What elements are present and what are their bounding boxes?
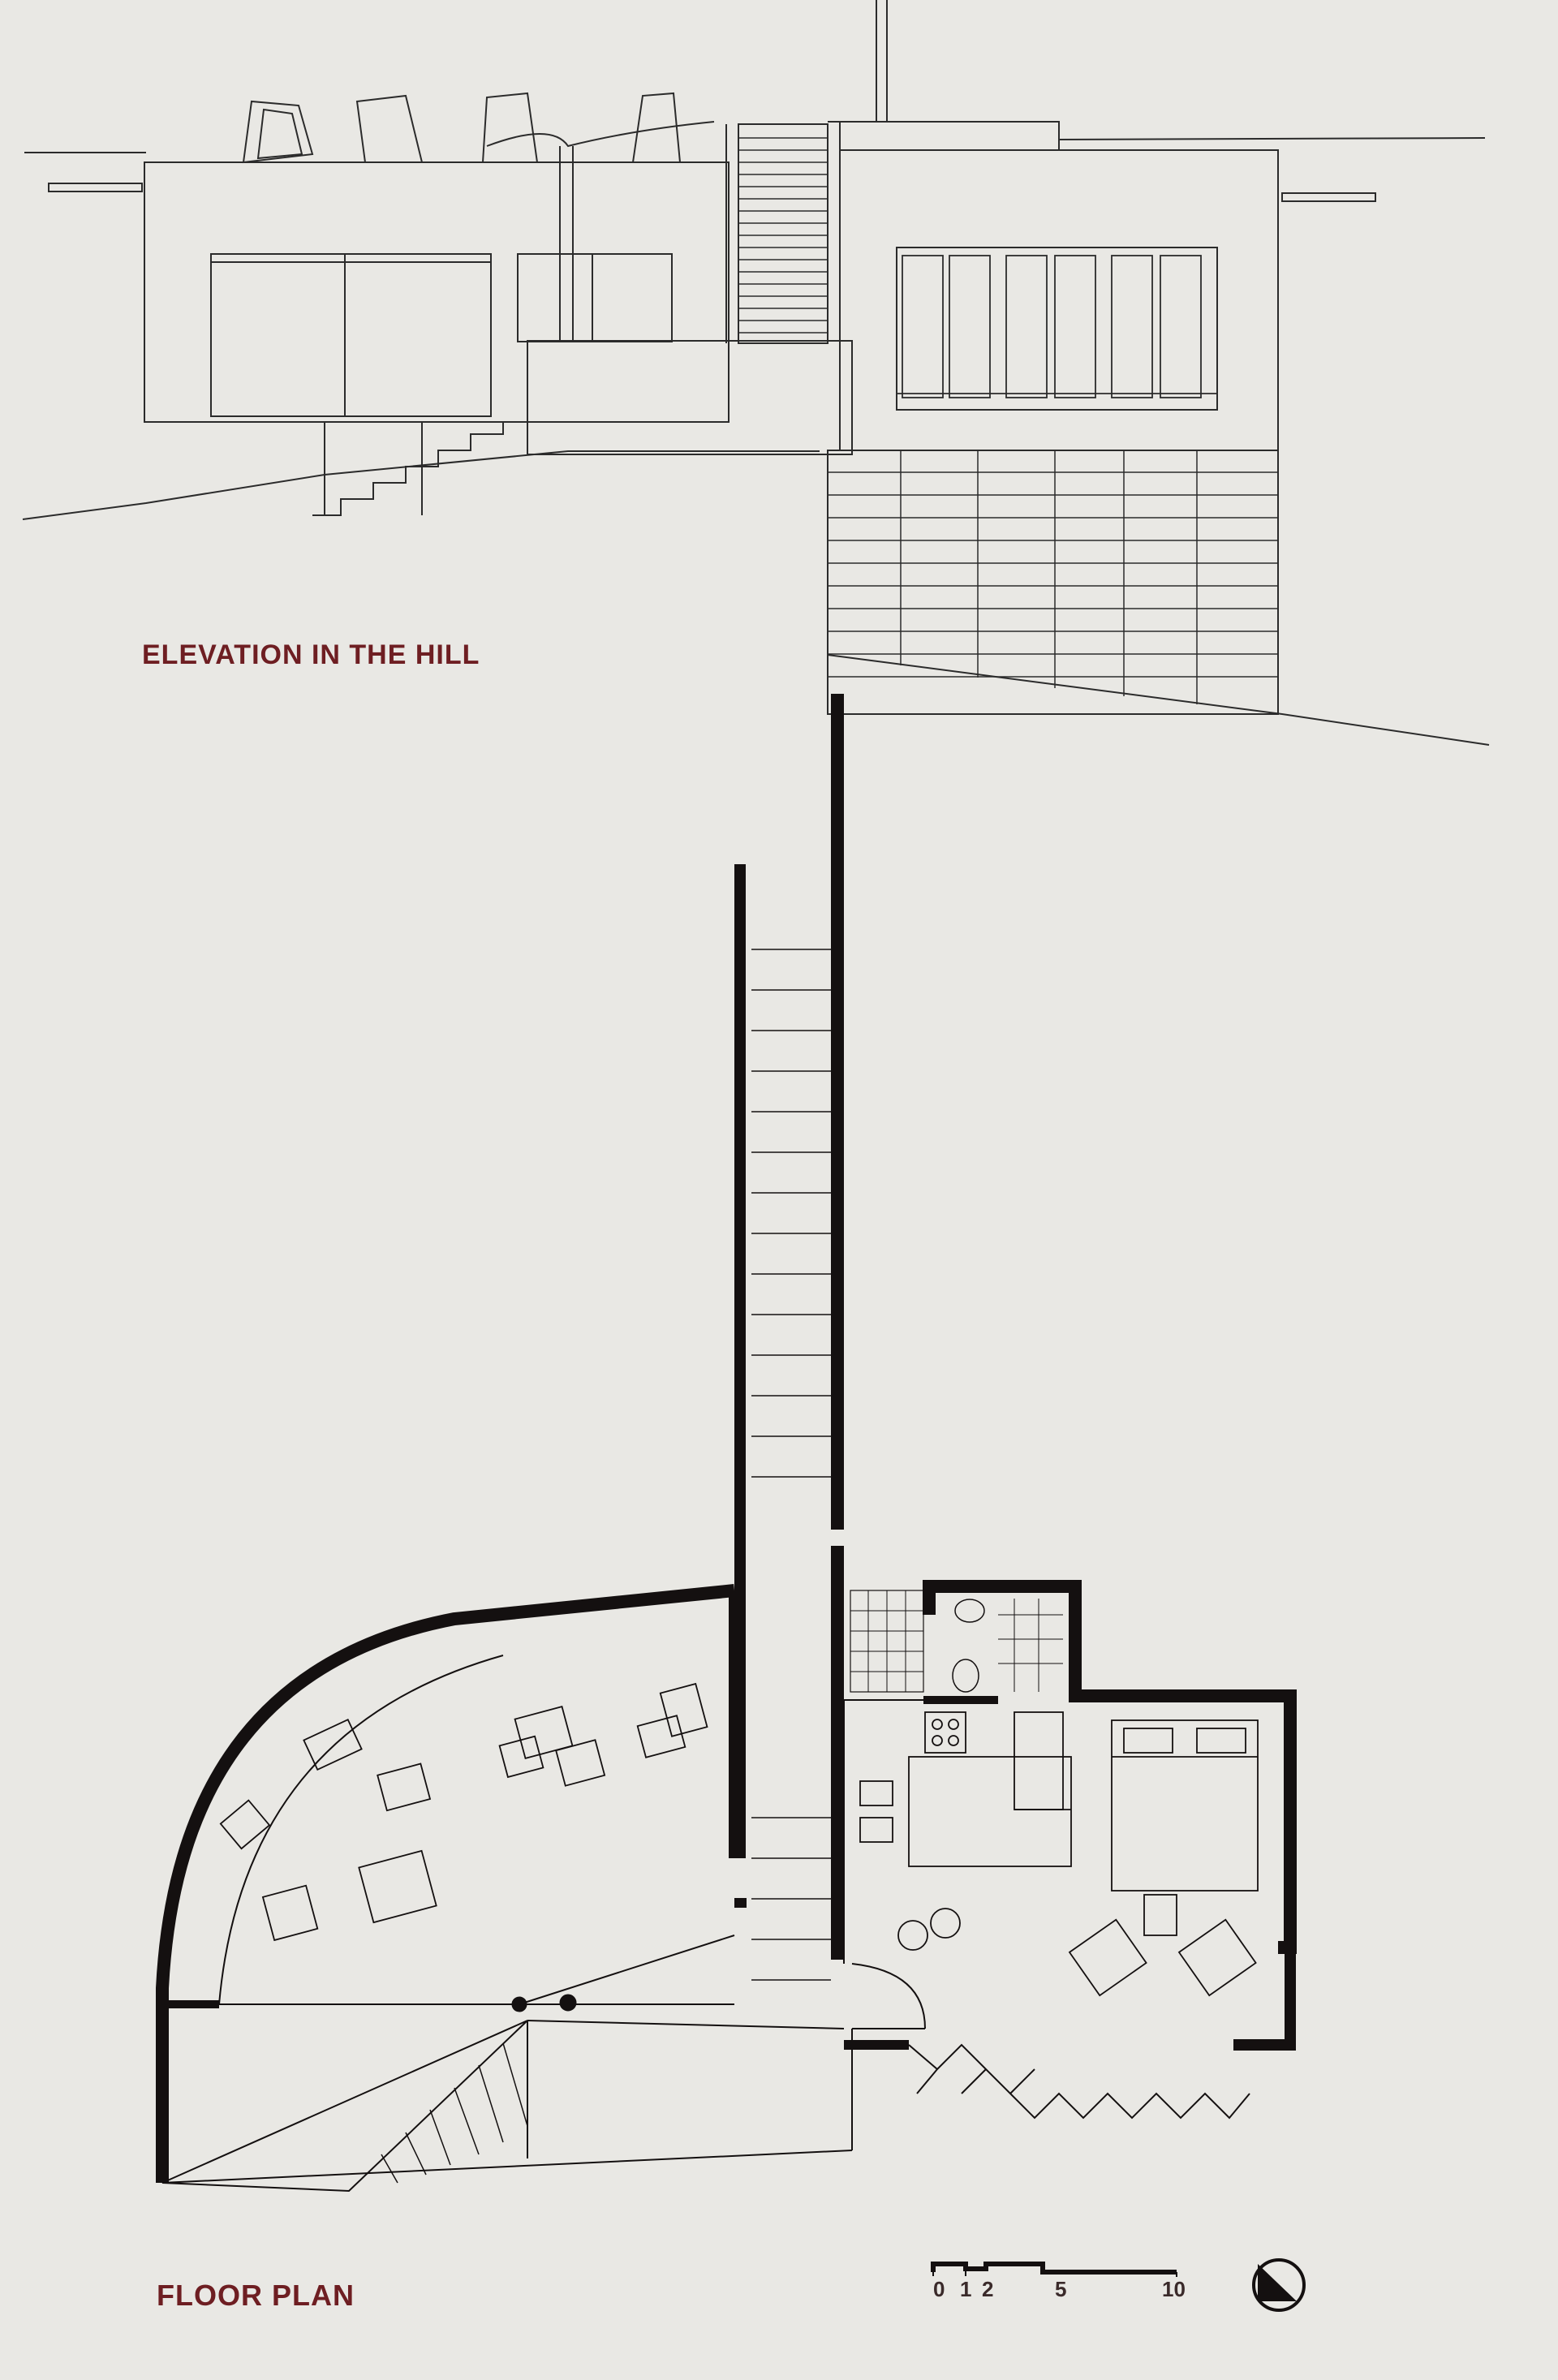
elevation-left-window: [210, 253, 492, 417]
toilet: [952, 1659, 979, 1693]
elevation-right-block: [839, 149, 1279, 451]
bath-wall: [923, 1580, 1297, 1954]
scale-tick-label-2: 2: [982, 2277, 994, 2301]
elevation-glass-door: [517, 253, 673, 342]
bath-sink: [954, 1599, 985, 1623]
elevation-stairs: [312, 421, 527, 516]
entry-stair-outline: [161, 2020, 528, 2193]
scale-tick-label-1: 1: [960, 2277, 972, 2301]
bedroom-furniture: [859, 1711, 1259, 1997]
roof-vent-2: [355, 94, 424, 163]
scale-tick-label-5: 5: [1055, 2277, 1067, 2301]
elevation-left-block: [144, 161, 730, 423]
right-spout: [1281, 192, 1376, 202]
elevation-long-stair: [738, 123, 828, 344]
elevation-foundation-grid: [827, 450, 1279, 715]
left-spout: [48, 183, 143, 192]
elevation-ground-line-right: [827, 654, 1490, 746]
scale-tick-label-10: 10: [1162, 2277, 1186, 2301]
column-2: [559, 1994, 577, 2012]
living-room-bench-line: [218, 1655, 504, 2005]
elevation-horizon-right: [1058, 137, 1486, 140]
floor-plan-drawing: [156, 694, 1297, 2193]
floor-plan-title: FLOOR PLAN: [157, 2279, 355, 2312]
roof-trellis: [486, 121, 715, 148]
elevation-drawing: [22, 0, 1490, 746]
roof-vent-1: [242, 100, 314, 164]
bed: [1111, 1719, 1259, 1892]
living-room-curved-wall: [156, 1584, 735, 2183]
entry-door-swing: [851, 1963, 926, 2029]
elevation-title: ELEVATION IN THE HILL: [142, 639, 480, 670]
corridor-stair: [751, 949, 831, 1981]
elevation-right-windows: [896, 247, 1218, 411]
living-room-furniture: [219, 1682, 708, 1942]
stove: [924, 1711, 966, 1754]
roof-vent-3: [481, 92, 539, 163]
scale-bar: [931, 2262, 1177, 2277]
north-arrow-icon: [1252, 2258, 1306, 2312]
kitchen-counter: [908, 1756, 1072, 1867]
roof-vent-4: [631, 92, 682, 163]
scale-tick-label-0: 0: [933, 2277, 945, 2301]
elevation-terrace-wall: [527, 340, 853, 455]
accordion-doors: [908, 2043, 1250, 2120]
corridor-wall-right: [831, 694, 844, 1530]
